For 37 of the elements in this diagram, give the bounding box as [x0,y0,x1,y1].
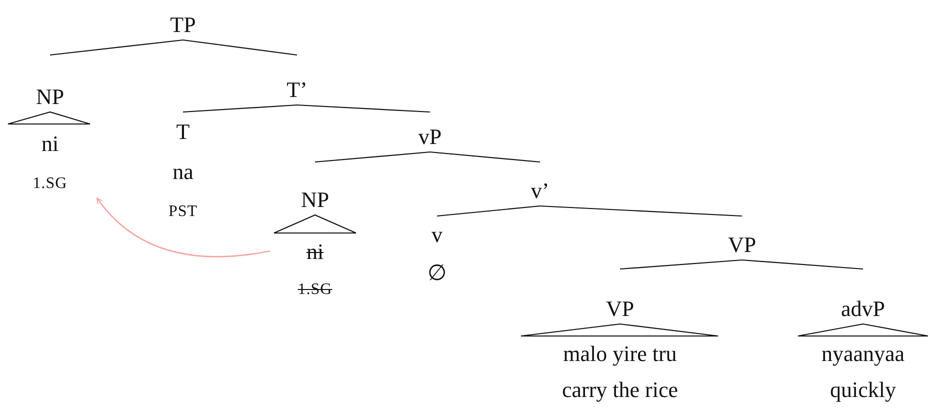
gloss-text: 1.SG [298,280,332,300]
word-text: v [432,221,442,249]
gloss-text: ∅ [428,259,446,287]
category-label: VP [606,296,634,323]
branch-line [296,104,430,113]
gloss-text: carry the rice [562,376,678,404]
gloss-text: PST [168,202,198,222]
branch-line [620,259,742,270]
triangle-branch [797,323,929,337]
branch-line [742,259,864,270]
category-label: NP [300,187,330,214]
triangle-branch [520,323,719,337]
word-text: T [176,118,190,146]
branch-line [540,205,742,217]
gloss-text: na [172,158,194,186]
category-label: TP [170,12,196,39]
category-label: NP [36,84,64,111]
movement-arrow [96,198,270,258]
word-text: ni [306,238,324,266]
category-label: v’ [530,178,550,205]
branch-line [430,151,540,163]
category-label: advP [841,296,885,323]
category-label: vP [418,124,442,151]
triangle-branch [273,214,357,234]
branch-line [314,151,430,163]
branch-line [50,39,184,56]
word-text: malo yire tru [563,340,677,368]
gloss-text: 1.SG [32,174,68,194]
branch-line [436,205,540,217]
triangle-branch [7,111,91,125]
branch-line [182,104,298,113]
category-label: VP [728,232,756,259]
gloss-text: quickly [830,376,896,404]
word-text: ni [41,130,59,158]
branch-line [182,39,298,56]
category-label: T’ [286,77,308,104]
word-text: nyaanyaa [821,340,905,368]
